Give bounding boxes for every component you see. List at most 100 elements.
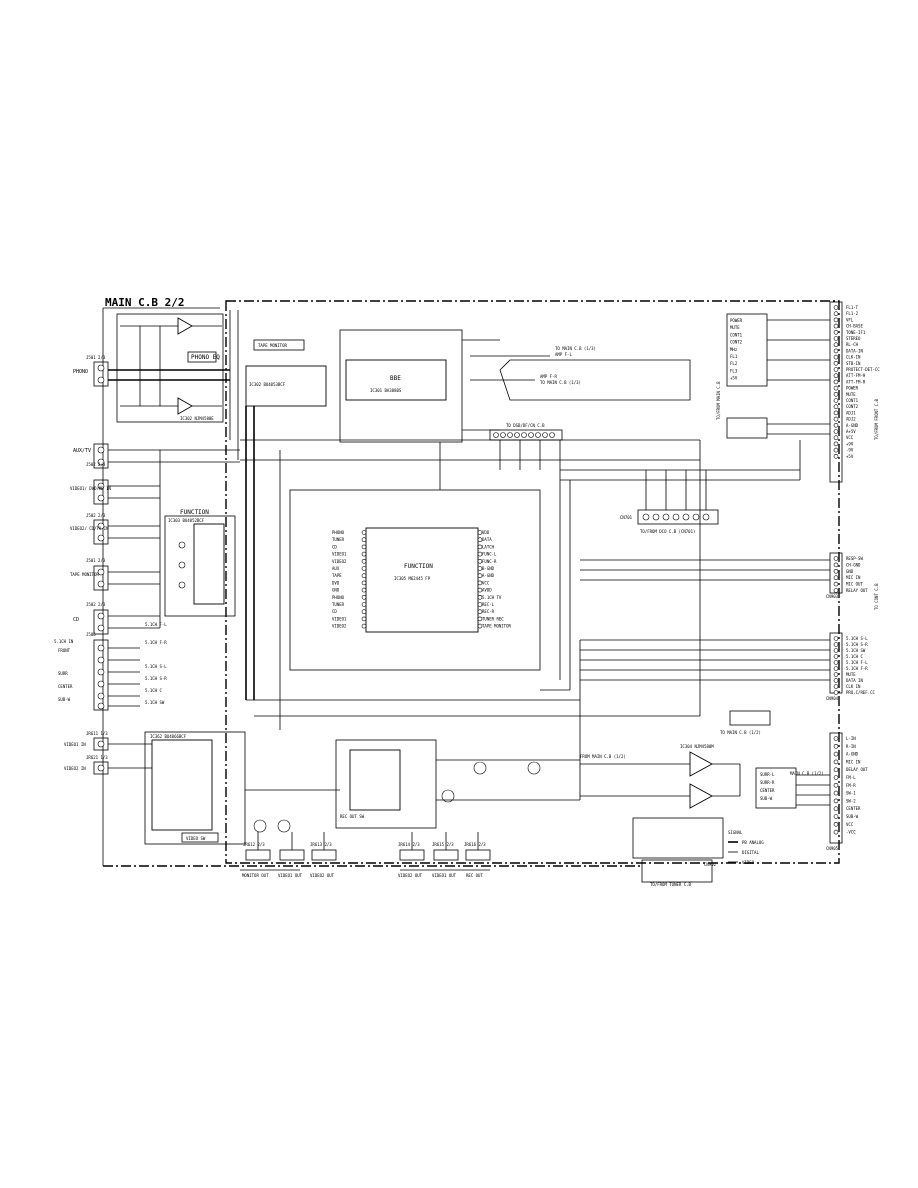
interconnect-wires: [245, 406, 701, 730]
amp-f-r: AMP F-R: [540, 374, 557, 379]
func-right-pin: [477, 537, 483, 543]
jack-video2-in: VIDEO2 IN: [64, 766, 86, 771]
ch-sl: 5.1CH S-L: [145, 664, 167, 669]
front-cb-label: VCC: [846, 435, 854, 440]
tuner-pin: [833, 751, 839, 757]
front-signal-label: CONT1: [730, 332, 743, 337]
front-signal-label: FL3: [730, 368, 738, 373]
func-right-pin: [477, 594, 483, 600]
tuner-label: SW-2: [846, 798, 856, 803]
front-cb-label: ADJ1: [846, 410, 856, 415]
to-dsp-label: TO DSB/DF/CN C.B: [506, 423, 545, 428]
left-input-jacks: J501 2/3 PHONO AUX/TV J502 2/3 VIDEO1/ D…: [54, 355, 112, 775]
front-cb-label: CH-BASE: [846, 324, 863, 329]
func-left-pin: [361, 580, 367, 586]
func-right-label: 5.1CH TV: [482, 595, 502, 600]
front-cb-pin: [833, 391, 839, 397]
func-right-pin: [477, 580, 483, 586]
front-cb-pin: [833, 453, 839, 459]
phono-eq-section: PHONO EQ IC302 NJM4580E: [108, 313, 230, 423]
cont-cb-pin: [833, 568, 839, 574]
ic305-function: [365, 527, 479, 633]
front-cb-pin: [833, 348, 839, 354]
func-right-label: TAPE MONITOR: [482, 624, 511, 629]
func-right-label: B-GND: [482, 566, 495, 571]
func-left-label: CD: [332, 609, 337, 614]
main12-pin: [833, 654, 839, 659]
front-cb-pin: [833, 416, 839, 422]
func-left-label: PHONO: [332, 530, 345, 535]
tuner-pin: [833, 759, 839, 765]
jack-monitor-out: MONITOR OUT: [242, 873, 269, 878]
function-title: FUNCTION: [404, 563, 433, 570]
main12-label: 5.1CH S-R: [846, 642, 868, 647]
front-cb-pin: [833, 329, 839, 335]
cont-cb-pin: [833, 581, 839, 587]
cont-cb-label: MIC IN: [846, 575, 861, 580]
front-cb-pin: [833, 317, 839, 323]
main12-label: 5.1CH C: [846, 654, 863, 659]
board-outline: [225, 300, 840, 864]
ic302-opamp-label: IC302 NJM4580E: [180, 416, 214, 421]
out-signal-label: SUB-W: [760, 796, 773, 801]
func-left-pin: [361, 558, 367, 564]
func-left-pin: [361, 566, 367, 571]
front-cb-pin: [833, 379, 839, 385]
ic303-selector-section: FUNCTION IC303 BU4052BCF: [164, 509, 236, 617]
cont-cb-label: CH-GND: [846, 562, 861, 567]
front-cb-pin: [833, 323, 839, 329]
front-cb-label: FL1-T: [846, 305, 859, 310]
jack-51ch-ref: J506: [86, 632, 96, 637]
jack-video1-out-b: VIDEO1 OUT: [432, 873, 457, 878]
front-cb-label: TONE-IF1: [846, 330, 866, 335]
func-right-label: VCC: [482, 580, 490, 585]
func-right-pin: [477, 551, 483, 557]
front-cb-label: STEREO: [846, 336, 861, 341]
opamp-section: IC304 NJM4580M FROM MAIN C.B (1/2): [580, 744, 741, 809]
front-cb-pin: [833, 336, 839, 341]
tuner-pin: [833, 806, 839, 812]
front-cb-label: -9V: [846, 448, 854, 453]
main12-connector: CN904: [580, 632, 843, 701]
tuner-label: FM-L: [846, 775, 856, 780]
front-cb-label: A+5V: [846, 429, 856, 434]
ic303-selector: [193, 523, 225, 605]
func-left-label: GND: [332, 588, 340, 593]
tape-monitor-label: TAPE MONITOR: [258, 343, 287, 348]
main12-pin: [833, 642, 839, 647]
board-title: MAIN C.B 2/2: [105, 296, 184, 309]
tuner-label: VCC: [846, 822, 854, 827]
func-right-pin: [477, 602, 483, 607]
tuner-main-label: MAIN C.B (1/2): [790, 771, 824, 776]
front-signal-label: +5V: [730, 376, 738, 381]
ch-sr: 5.1CH S-R: [145, 676, 167, 681]
front-signal-label: MUTE: [730, 325, 740, 330]
front-cb-pin: [833, 398, 839, 403]
func-left-pin: [361, 587, 367, 593]
func-left-label: AUX: [332, 566, 340, 571]
tuner-pin: [833, 767, 839, 773]
func-right-pin: [477, 566, 483, 571]
front-signal-label: FL1: [730, 354, 738, 359]
jack-video1-in: VIDEO1 IN: [64, 742, 86, 747]
func-left-label: TUNER: [332, 537, 345, 542]
front-cb-pin: [833, 360, 839, 366]
front-cb-connector: [767, 301, 843, 483]
cont-cb-pin: [833, 575, 839, 581]
jack-video1-out-a: VIDEO1 OUT: [278, 873, 303, 878]
func-right-pin: [477, 616, 483, 622]
main12-label: 5.1CH SW: [846, 648, 866, 653]
tuner-pin: [833, 821, 839, 827]
front-cb-label: RL-CH: [846, 342, 859, 347]
func-left-pin: [361, 544, 367, 550]
cont-cb-connector: CN903: [580, 552, 843, 599]
tuner-label: SUB-W: [846, 814, 859, 819]
tuner-label: FM-R: [846, 783, 856, 788]
main12-label: PRO.C/REF.CC: [846, 690, 875, 695]
video-sw-label: VIDEO SW: [186, 836, 206, 841]
front-cb-label: FL1-2: [846, 311, 859, 316]
jack-video2-out-a: VIDEO2 OUT: [310, 873, 335, 878]
legend-digital: DIGITAL: [742, 850, 759, 855]
tuner-pin: [833, 736, 839, 741]
tuner-pin: [833, 814, 839, 819]
